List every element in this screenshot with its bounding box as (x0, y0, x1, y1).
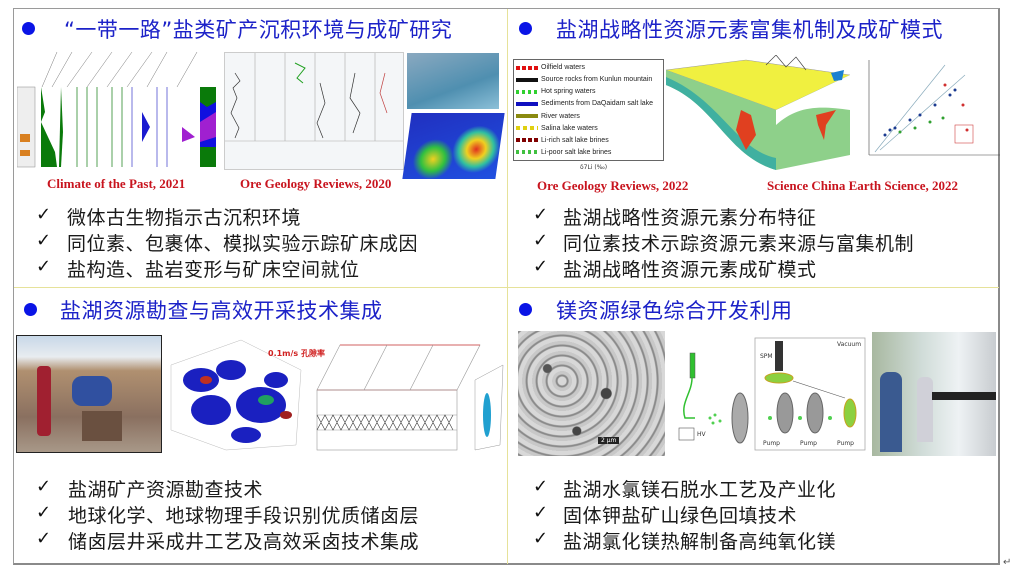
bullet-icon (519, 22, 532, 35)
list-item: 微体古生物指示古沉积环境 (67, 207, 302, 229)
check-icon: ✓ (533, 476, 549, 497)
pollen-diagram-figure (17, 52, 218, 170)
legend-label: Sediments from DaQaidam salt lake (541, 100, 654, 108)
legend-label: Hot spring waters (541, 88, 596, 96)
list-item: 盐湖战略性资源元素分布特征 (563, 207, 817, 229)
legend-marker (516, 65, 538, 70)
lithium-isotope-legend-chart: Oilfield waters Source rocks from Kunlun… (513, 59, 664, 161)
legend-label: Source rocks from Kunlun mountain (541, 76, 653, 84)
isotope-profile-figure (224, 52, 404, 170)
legend-label: River waters (541, 112, 580, 120)
x-axis-label: δ7Li (‰) (580, 164, 608, 171)
check-icon: ✓ (533, 256, 549, 277)
legend-label: Li-rich salt lake brines (541, 136, 609, 144)
legend-marker (516, 101, 538, 106)
bullet-icon (22, 22, 35, 35)
section-title: 盐湖战略性资源元素富集机制及成矿模式 (556, 18, 943, 42)
legend-label: Salina lake waters (541, 124, 598, 132)
hv-label: HV (697, 431, 706, 438)
legend-row: Salina lake waters (516, 123, 661, 134)
list-item: 盐湖战略性资源元素成矿模式 (563, 259, 817, 281)
legend-marker (516, 77, 538, 82)
spm-label: SPM (760, 353, 773, 360)
check-icon: ✓ (36, 502, 52, 523)
sem-micrograph: 2 μm (518, 331, 665, 456)
pump-label: Pump (837, 440, 854, 447)
list-item: 固体钾盐矿山绿色回填技术 (563, 505, 798, 527)
bullet-icon (519, 303, 532, 316)
isotope-scatter-plot (855, 60, 1000, 165)
legend-row: River waters (516, 111, 661, 122)
3d-heatmap-figure (402, 113, 505, 179)
vacuum-label: Vacuum (837, 341, 862, 348)
electrospray-deposition-diagram: Vacuum SPM HV Pump Pump Pump (675, 333, 867, 453)
pump-label: Pump (800, 440, 817, 447)
citation-caption: Ore Geology Reviews, 2020 (240, 176, 392, 191)
section-title: “一带一路”盐类矿产沉积环境与成矿研究 (64, 18, 453, 42)
list-item: 同位素技术示踪资源元素来源与富集机制 (563, 233, 915, 255)
3d-salt-structure-figure (407, 53, 499, 109)
pump-label: Pump (763, 440, 780, 447)
section-title: 盐湖资源勘查与高效开采技术集成 (60, 299, 383, 323)
section-title: 镁资源绿色综合开发利用 (556, 299, 793, 323)
list-item: 同位素、包裹体、模拟实验示踪矿床成因 (67, 233, 419, 255)
citation-caption: Science China Earth Science, 2022 (767, 178, 959, 193)
citation-caption: Ore Geology Reviews, 2022 (537, 178, 689, 193)
check-icon: ✓ (36, 204, 52, 225)
horizontal-divider (14, 287, 999, 288)
legend-marker (516, 114, 538, 119)
porosity-label: 0.1m/s 孔隙率 (268, 349, 325, 358)
list-item: 盐湖水氯镁石脱水工艺及产业化 (563, 479, 837, 501)
check-icon: ✓ (533, 502, 549, 523)
scale-bar-label: 2 μm (598, 437, 620, 444)
list-item: 盐湖氯化镁热解制备高纯氧化镁 (563, 531, 837, 553)
brine-well-layout-diagram (315, 335, 505, 455)
list-item: 盐湖矿产资源勘查技术 (68, 479, 264, 501)
list-item: 储卤层井采成井工艺及高效采卤技术集成 (68, 531, 420, 553)
field-work-photo (16, 335, 162, 453)
check-icon: ✓ (533, 528, 549, 549)
vertical-divider (507, 9, 508, 564)
check-icon: ✓ (36, 256, 52, 277)
paragraph-mark-icon: ↵ (1003, 557, 1012, 568)
bullet-icon (24, 303, 37, 316)
legend-row: Li-poor salt lake brines (516, 147, 661, 158)
citation-caption: Climate of the Past, 2021 (47, 176, 186, 191)
lab-photo (872, 332, 996, 456)
check-icon: ✓ (533, 204, 549, 225)
legend-marker (516, 150, 538, 155)
legend-row: Hot spring waters (516, 86, 661, 97)
list-item: 地球化学、地球物理手段识别优质储卤层 (68, 505, 420, 527)
check-icon: ✓ (533, 230, 549, 251)
list-item: 盐构造、盐岩变形与矿床空间就位 (67, 259, 360, 281)
legend-label: Oilfield waters (541, 64, 585, 71)
porosity-3d-model-figure (166, 335, 306, 453)
legend-row: Li-rich salt lake brines (516, 135, 661, 146)
legend-label: Li-poor salt lake brines (541, 148, 612, 156)
check-icon: ✓ (36, 230, 52, 251)
legend-row: Sediments from DaQaidam salt lake (516, 98, 661, 109)
metallogenic-model-diagram (666, 55, 850, 170)
legend-marker (516, 89, 538, 94)
slide-frame (13, 8, 1000, 565)
legend-row: Source rocks from Kunlun mountain (516, 74, 661, 85)
legend-marker (516, 138, 538, 143)
legend-marker (516, 126, 538, 131)
legend-row: Oilfield waters (516, 62, 661, 73)
check-icon: ✓ (36, 528, 52, 549)
check-icon: ✓ (36, 476, 52, 497)
